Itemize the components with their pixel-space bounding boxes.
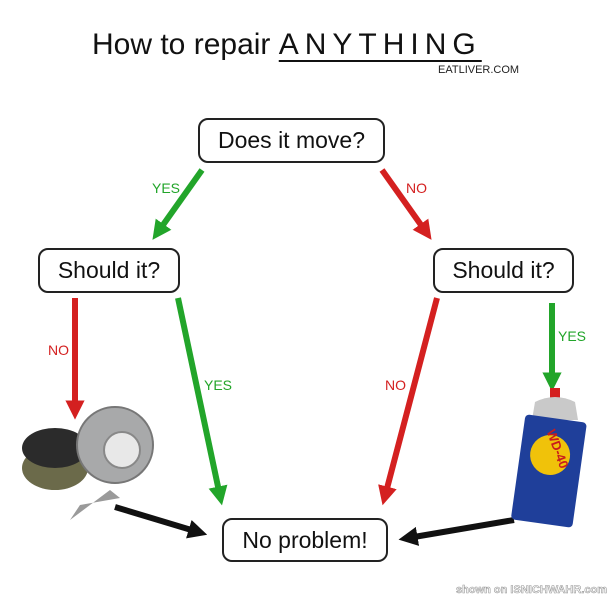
arrow-tape-to-end [114, 504, 208, 539]
arrow-start-no [379, 168, 432, 240]
node-does-it-move: Does it move? [198, 118, 385, 163]
arrow-wd40-to-end [398, 517, 515, 546]
duct-tape-image [22, 406, 154, 520]
label-start-no: NO [406, 180, 427, 196]
arrow-start-yes [152, 168, 205, 240]
credit-text: EATLIVER.COM [438, 64, 520, 76]
arrow-left-yes [175, 297, 228, 506]
node-no-problem: No problem! [222, 518, 388, 562]
label-right-no: NO [385, 377, 406, 393]
node-should-it-left: Should it? [38, 248, 180, 293]
wd40-can-image: WD-40 [511, 388, 587, 528]
arrow-right-no [378, 297, 440, 506]
label-start-yes: YES [152, 180, 181, 196]
title-emphasis: ANYTHING [278, 28, 482, 61]
title-prefix: How to repair [92, 28, 279, 61]
label-left-yes: YES [204, 377, 233, 393]
page-title: How to repair ANYTHING [92, 28, 482, 62]
label-right-yes: YES [558, 328, 587, 344]
label-left-no: NO [48, 342, 69, 358]
watermark: shown on ISNICHWAHR.com [456, 584, 608, 597]
node-should-it-right: Should it? [433, 248, 574, 293]
